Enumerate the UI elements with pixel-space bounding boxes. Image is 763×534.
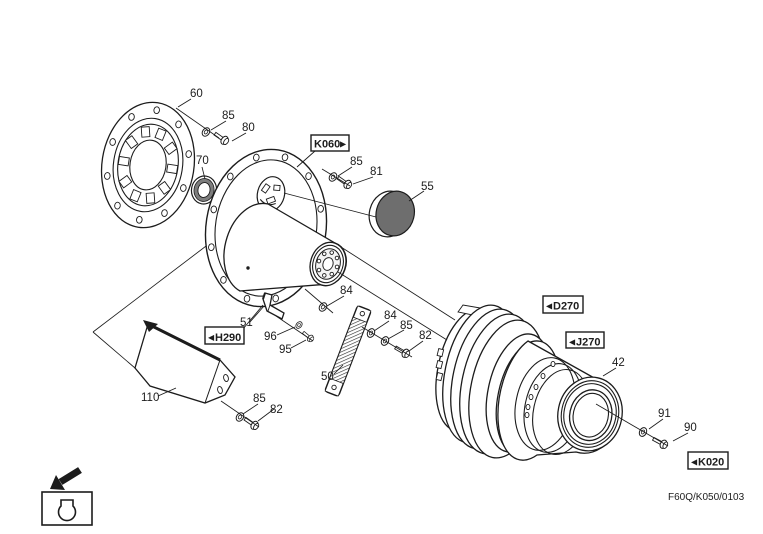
refbox-K060[interactable]: K060 ▶ [310, 134, 350, 152]
left-arrow-icon: ◀ [691, 458, 698, 467]
refbox-K020[interactable]: ◀ K020 [687, 451, 729, 470]
right-arrow-icon: ▶ [340, 140, 347, 149]
refbox-K060-label: K060 [314, 139, 340, 151]
cylinder-face [309, 241, 347, 287]
drum-face-rings [557, 376, 623, 452]
washer-84-lower [365, 326, 377, 340]
callout-51[interactable]: 51 [240, 317, 253, 329]
leader-lines [157, 98, 689, 447]
callout-50[interactable]: 50 [321, 371, 334, 383]
attachment-point-dot [246, 266, 250, 270]
drum-spline-notches [435, 348, 445, 382]
bolt-90 [650, 434, 670, 451]
callout-85-wedge[interactable]: 85 [253, 393, 266, 405]
drum-bolt-holes [524, 360, 556, 419]
callout-60[interactable]: 60 [190, 88, 203, 100]
callout-82-strap[interactable]: 82 [419, 330, 432, 342]
refbox-J270[interactable]: ◀ J270 [565, 331, 605, 349]
left-arrow-icon: ◀ [569, 338, 576, 347]
callouts: 60 85 80 70 85 81 55 84 51 96 95 50 84 8… [141, 88, 697, 434]
callout-55[interactable]: 55 [421, 181, 434, 193]
callout-90[interactable]: 90 [684, 422, 697, 434]
callout-82-wedge[interactable]: 82 [270, 404, 283, 416]
callout-95[interactable]: 95 [279, 344, 292, 356]
refbox-D270[interactable]: ◀ D270 [542, 295, 584, 314]
figure-code: F60Q/K050/0103 [668, 492, 745, 503]
refbox-D270-label: D270 [553, 301, 579, 313]
location-projection-lines [92, 239, 215, 369]
callout-81[interactable]: 81 [370, 166, 383, 178]
washer-84-upper [317, 300, 329, 314]
refbox-J270-label: J270 [576, 337, 600, 349]
washer-96 [294, 320, 304, 330]
guard-wedge [134, 320, 236, 404]
washer-91 [637, 425, 649, 439]
refbox-K020-label: K020 [698, 457, 724, 469]
orientation-legend [41, 467, 93, 526]
callout-42[interactable]: 42 [612, 357, 625, 369]
housing-spline-opening [256, 176, 286, 212]
flange-bolt-holes [104, 106, 192, 224]
callout-85-strap[interactable]: 85 [400, 320, 413, 332]
down-left-arrow-icon [50, 467, 82, 490]
drive-flange [100, 101, 196, 229]
callout-110[interactable]: 110 [141, 392, 159, 404]
keyhole-icon [57, 499, 77, 522]
drum [435, 304, 623, 461]
callout-85-housing[interactable]: 85 [350, 156, 363, 168]
brake-strap [324, 305, 372, 397]
flange-spline-hub [117, 123, 179, 207]
refbox-H290-label: H290 [215, 332, 241, 344]
refbox-H290[interactable]: ◀ H290 [204, 326, 245, 345]
left-arrow-icon: ◀ [546, 302, 553, 311]
screw-95 [300, 329, 316, 344]
cap [368, 190, 416, 238]
callout-80[interactable]: 80 [242, 122, 255, 134]
ref-boxes: K060 ▶ ◀ D270 ◀ J270 ◀ H290 ◀ K020 [204, 134, 729, 470]
seal-ring [190, 175, 218, 205]
callout-85-flange[interactable]: 85 [222, 110, 235, 122]
callout-84-lower[interactable]: 84 [384, 310, 397, 322]
callout-96[interactable]: 96 [264, 331, 277, 343]
left-arrow-icon: ◀ [208, 333, 215, 342]
wedge-corner-flag [143, 320, 158, 332]
callout-84-upper[interactable]: 84 [340, 285, 353, 297]
bolt-80 [211, 129, 231, 147]
callout-91[interactable]: 91 [658, 408, 671, 420]
callout-70[interactable]: 70 [196, 155, 209, 167]
bearing-cylinder [223, 202, 347, 292]
clamp-bracket [262, 292, 285, 320]
